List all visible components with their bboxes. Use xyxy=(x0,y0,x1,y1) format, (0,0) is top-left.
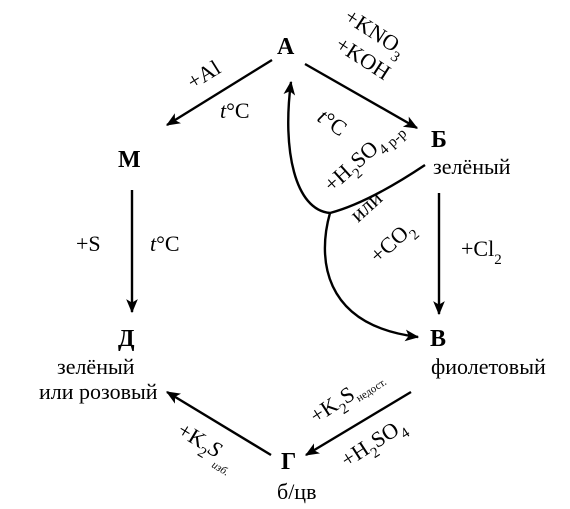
reagent-k2s-izb-text: +K2Sизб. xyxy=(169,417,242,479)
sub-2-cl: 2 xyxy=(494,252,502,268)
arrow-a-to-b xyxy=(304,62,419,130)
reagent-h2so4: +H2SO4 xyxy=(336,412,413,477)
color-d-line2: или розовый xyxy=(39,379,158,404)
heat-degc-m-to-d: °C xyxy=(156,231,179,256)
heat-m-to-d: t°C xyxy=(150,231,180,256)
color-b: зелёный xyxy=(433,154,511,179)
reagent-h-v: +H xyxy=(336,436,373,472)
reagent-co: +CO xyxy=(365,220,414,267)
reagent-a-to-m-al: +Al xyxy=(182,55,224,94)
node-g: Г xyxy=(281,449,296,475)
node-b: Б xyxy=(431,127,447,153)
reagent-co2: +CO2 xyxy=(365,215,423,272)
sub-4: 4 xyxy=(398,425,413,443)
reagent-m-to-d-s: +S xyxy=(76,231,101,256)
sub-nedost: недост. xyxy=(354,376,389,405)
color-v: фиолетовый xyxy=(431,354,546,379)
node-d: Д xyxy=(118,326,135,352)
sub-4rr: 4 р-р xyxy=(376,126,410,159)
arrow-g-to-d xyxy=(166,390,272,457)
heat-degc-a-to-m: °C xyxy=(226,98,249,123)
reagent-al: +Al xyxy=(182,55,224,94)
heat-a-to-b: t°C xyxy=(313,104,352,141)
reagent-h-a: +H xyxy=(319,159,357,197)
sub-izb: изб. xyxy=(209,459,231,479)
reagent-cl2: +Cl2 xyxy=(461,236,502,268)
heat-t-m-to-d: t xyxy=(150,231,157,256)
node-v: В xyxy=(430,326,446,352)
node-m: М xyxy=(118,147,141,173)
reagent-k2s-nedost: +K2Sнедост. xyxy=(305,363,391,434)
color-g: б/цв xyxy=(277,479,316,504)
reagent-k2s-nedost-text: +K2Sнедост. xyxy=(305,363,391,434)
reagent-co2-text: +CO2 xyxy=(365,215,423,272)
reagent-k-v: +K xyxy=(305,392,342,428)
reagent-cl: +Cl xyxy=(461,236,494,261)
heat-t-a-to-m: t xyxy=(220,98,227,123)
node-a: А xyxy=(277,34,295,60)
arrow-v-to-g xyxy=(304,390,412,457)
reagent-h2so4-text: +H2SO4 xyxy=(336,412,413,477)
arrow-curve-to-v xyxy=(323,212,420,342)
reagent-so-a: SO xyxy=(345,135,383,172)
reagent-k2s-izb: +K2Sизб. xyxy=(169,417,242,479)
color-d-line1: зелёный xyxy=(57,354,135,379)
arrow-a-to-m xyxy=(166,58,273,127)
heat-a-to-m: t°C xyxy=(220,98,250,123)
reagent-a-to-b-heat: t°C xyxy=(313,104,352,141)
reagent-a-to-m-heat: t°C xyxy=(220,98,250,123)
